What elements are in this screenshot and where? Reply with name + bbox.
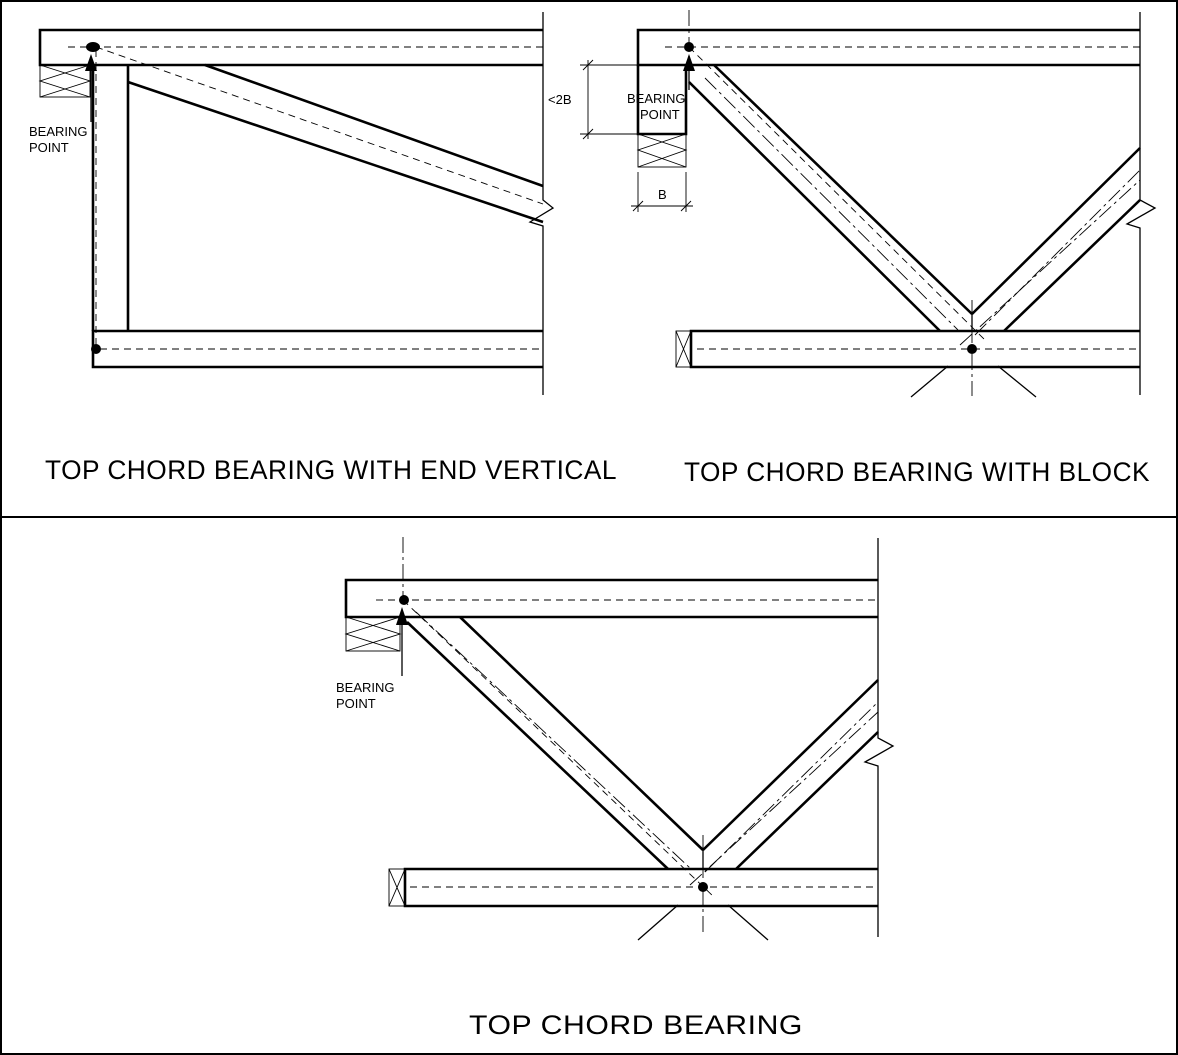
bearing-arrow [85, 54, 97, 122]
top-panel-point [399, 595, 409, 605]
top-panel-point [86, 42, 100, 52]
panel-caption: TOP CHORD BEARING [469, 1010, 803, 1040]
break-line [863, 538, 895, 937]
bearing-arrow [396, 607, 408, 676]
diagonal-web [95, 46, 544, 224]
dimension-height: <2B [548, 59, 638, 140]
break-line [528, 12, 555, 395]
panel-end-vertical: BEARING POINT TOP CHORD BEARING WITH END… [29, 12, 617, 485]
bearing-label-line1: BEARING [336, 680, 395, 695]
bottom-chord [388, 867, 878, 908]
top-panel-point [684, 42, 694, 52]
bearing-label-line2: POINT [29, 140, 69, 155]
left-diagonal-web [402, 599, 716, 899]
bottom-chord [91, 329, 543, 369]
panel-caption: TOP CHORD BEARING WITH BLOCK [684, 457, 1150, 487]
panel-caption: TOP CHORD BEARING WITH END VERTICAL [45, 455, 617, 485]
bearing-block [636, 65, 688, 168]
bottom-panel-point [698, 882, 708, 892]
right-diagonal-web [689, 679, 879, 886]
end-vertical-member [91, 50, 130, 345]
top-chord [636, 28, 1140, 67]
bearing-arrow [683, 54, 695, 90]
bottom-panel-point [967, 344, 977, 354]
panel-plain: BEARING POINT TOP CHORD BEARING [336, 537, 895, 1040]
top-chord [38, 28, 543, 67]
left-diagonal-web [688, 46, 986, 341]
dimension-width-label: B [658, 187, 667, 202]
bottom-panel-point [91, 344, 101, 354]
dimension-height-label: <2B [548, 92, 572, 107]
bearing-label-line1: BEARING [627, 91, 686, 106]
right-diagonal-web [959, 147, 1141, 346]
bearing-block [344, 616, 402, 652]
dimension-width: B [631, 172, 693, 212]
bearing-label-line2: POINT [640, 107, 680, 122]
bottom-chord [675, 329, 1140, 369]
bearing-label-line2: POINT [336, 696, 376, 711]
break-line [1125, 12, 1157, 395]
bearing-label-line1: BEARING [29, 124, 88, 139]
bearing-block [38, 64, 92, 98]
panel-with-block: <2B B BEARING POINT TOP CHORD BEARING WI… [548, 10, 1157, 487]
top-chord [344, 578, 878, 619]
